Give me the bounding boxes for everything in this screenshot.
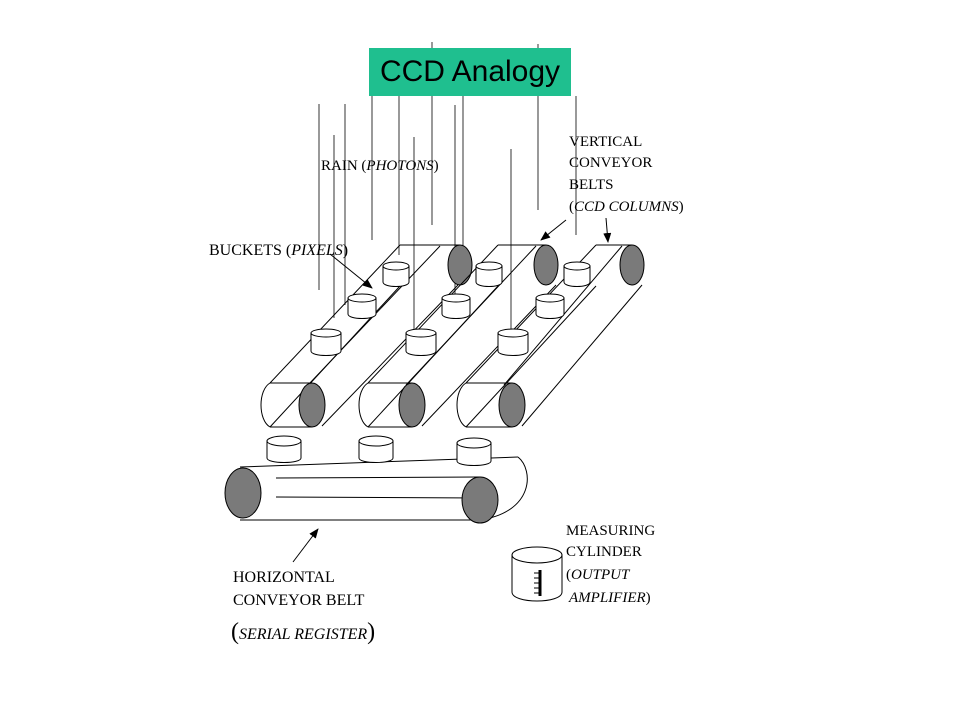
bucket-icon [382, 261, 410, 287]
vertical-belt-1 [260, 244, 473, 428]
bucket-icon [405, 328, 437, 356]
arrows [292, 217, 612, 563]
vertical-belt-2 [358, 244, 559, 428]
belt-roller-icon [447, 244, 473, 286]
bucket-icon [563, 261, 591, 287]
bucket-icon [535, 293, 565, 319]
belt-roller-icon [461, 476, 499, 524]
vertical-belt-3 [456, 244, 645, 428]
svg-text:CONVEYOR: CONVEYOR [569, 155, 652, 171]
vertical-belts-label: VERTICAL CONVEYOR BELTS (CCD COLUMNS) [569, 134, 684, 215]
svg-text:CYLINDER: CYLINDER [566, 544, 642, 560]
arrow-icon [540, 219, 567, 241]
bucket-icon [456, 437, 492, 466]
horizontal-belt [224, 456, 528, 524]
measuring-cylinder-icon [511, 546, 563, 602]
svg-text:HORIZONTAL: HORIZONTAL [233, 569, 335, 586]
bucket-icon [441, 293, 471, 319]
bucket-icon [266, 435, 302, 463]
belt-roller-icon [398, 382, 426, 428]
horizontal-belt-label: HORIZONTAL CONVEYOR BELT (SERIAL REGISTE… [231, 569, 375, 645]
bucket-icon [347, 293, 377, 319]
bucket-icon [310, 328, 342, 356]
measuring-cylinder-label: MEASURING CYLINDER (OUTPUT AMPLIFIER) [566, 523, 655, 606]
bucket-icon [475, 261, 503, 287]
belt-roller-icon [224, 467, 262, 519]
rain-label: RAIN (PHOTONS) [321, 158, 439, 174]
belt-roller-icon [498, 382, 526, 428]
buckets-label: BUCKETS (PIXELS) [209, 242, 348, 259]
svg-text:(OUTPUT: (OUTPUT [566, 567, 631, 583]
page-title: CCD Analogy [379, 55, 561, 88]
svg-text:CONVEYOR BELT: CONVEYOR BELT [233, 592, 365, 609]
belt-roller-icon [298, 382, 326, 428]
arrow-icon [292, 528, 319, 563]
bucket-icon [358, 435, 394, 463]
arrow-icon [603, 217, 612, 243]
bucket-icon [497, 328, 529, 356]
svg-text:VERTICAL: VERTICAL [569, 134, 642, 150]
svg-text:(SERIAL REGISTER): (SERIAL REGISTER) [231, 619, 375, 645]
svg-text:(CCD COLUMNS): (CCD COLUMNS) [569, 199, 684, 215]
svg-text:MEASURING: MEASURING [566, 523, 655, 539]
buckets [266, 261, 591, 466]
title-background [369, 48, 571, 96]
belt-roller-icon [533, 244, 559, 286]
arrow-icon [329, 253, 373, 289]
svg-text:BELTS: BELTS [569, 177, 613, 193]
svg-text:AMPLIFIER): AMPLIFIER) [568, 590, 651, 606]
belt-roller-icon [619, 244, 645, 286]
